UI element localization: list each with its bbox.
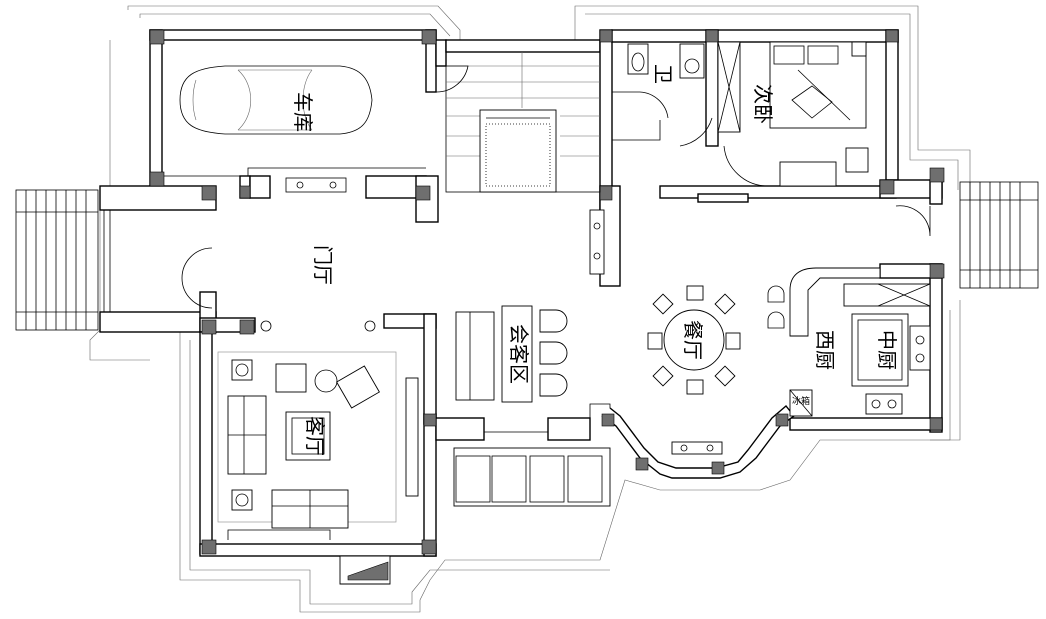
staircase	[445, 51, 601, 193]
living-room: 客厅	[217, 351, 419, 529]
west-kitchen-label: 西厨	[813, 330, 837, 370]
bedroom-label: 次卧	[751, 84, 775, 124]
car-icon	[179, 65, 373, 135]
garage: 车库	[179, 65, 373, 193]
misc	[339, 65, 931, 585]
dining-room-label: 餐厅	[681, 320, 705, 360]
columns	[149, 29, 945, 555]
east-stairs	[959, 181, 1039, 289]
chinese-kitchen-label: 中厨	[875, 330, 899, 370]
living-room-label: 客厅	[303, 416, 327, 456]
bathroom: 卫	[612, 43, 713, 147]
garage-label: 车库	[291, 92, 315, 132]
family-area-label: 会客区	[507, 324, 531, 384]
west-stairs	[15, 189, 99, 331]
fridge-label: 冰箱	[792, 395, 810, 407]
family-area: 会客区	[453, 305, 611, 507]
hall: 门厅	[103, 209, 605, 332]
kitchens: 冰箱 西厨 中厨	[767, 267, 931, 417]
bedroom: 次卧	[717, 41, 869, 187]
dining-room: 餐厅	[647, 285, 741, 455]
bath-label: 卫	[651, 64, 675, 84]
hall-label: 门厅	[311, 245, 335, 285]
